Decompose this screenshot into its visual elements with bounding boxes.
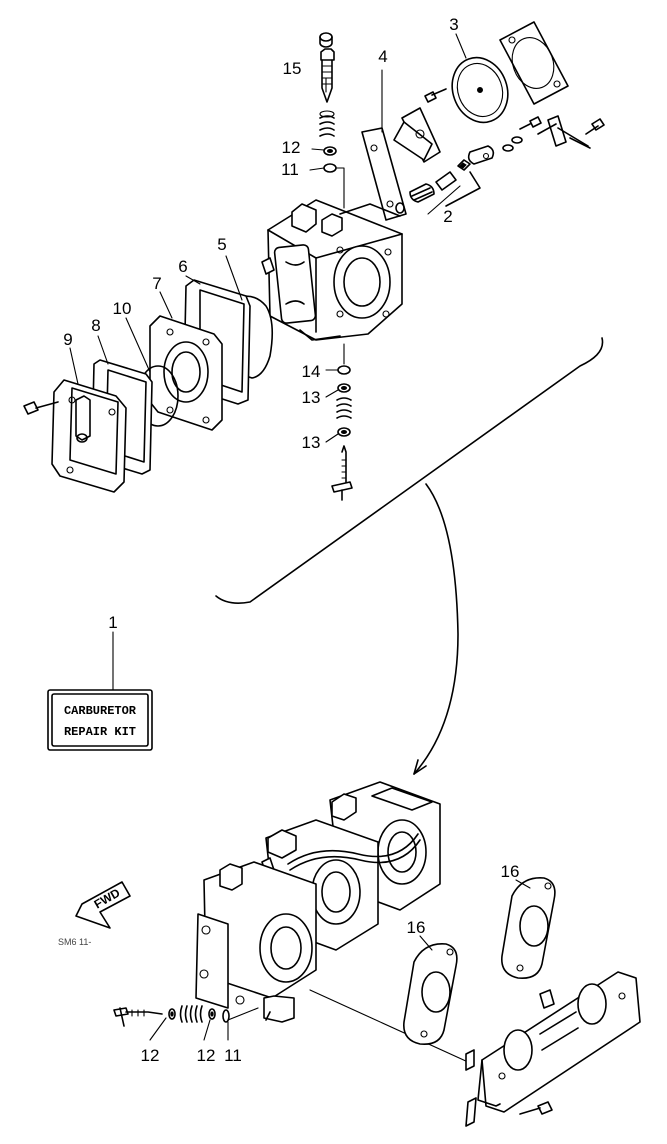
pump-cover-bracket — [393, 107, 441, 163]
callout-9: 9 — [63, 330, 72, 349]
intake-manifold — [465, 971, 641, 1127]
callout-10: 10 — [113, 299, 132, 318]
adjust-screw — [331, 445, 353, 501]
callout-13-lower: 13 — [302, 433, 321, 452]
repair-kit-box — [47, 689, 153, 751]
callout-5: 5 — [217, 235, 226, 254]
assembly-bracket — [215, 337, 604, 604]
callout-11-bottom: 11 — [224, 1046, 242, 1065]
washer-part-12-bottom-b — [208, 1008, 216, 1020]
o-ring-part-11-top — [323, 163, 337, 173]
carburetor-body-top — [261, 199, 403, 341]
washer-part-13-upper — [337, 383, 351, 393]
callout-3: 3 — [449, 15, 458, 34]
callout-1: 1 — [108, 613, 117, 632]
callout-4: 4 — [378, 47, 387, 66]
screw-left — [23, 401, 59, 415]
callout-15: 15 — [283, 59, 302, 78]
repair-kit-line-1: CARBURETOR — [64, 704, 137, 718]
callout-leaders — [69, 33, 531, 1041]
callout-11-top: 11 — [281, 160, 299, 179]
bolt-bottom — [519, 1101, 553, 1115]
repair-kit-line-2: REPAIR KIT — [64, 725, 136, 739]
callout-12-bottom-b: 12 — [197, 1046, 216, 1065]
needle-valve-part-15 — [319, 32, 335, 137]
jet-screw-bottom — [113, 1007, 163, 1027]
carburetor-assembly-bottom — [195, 781, 441, 1023]
pump-plate — [499, 21, 569, 105]
cover-part-9 — [51, 379, 127, 493]
o-ring-part-11-bottom — [222, 1009, 230, 1023]
callout-2: 2 — [443, 207, 452, 226]
o-ring-part-14 — [337, 343, 351, 375]
callout-13-upper: 13 — [302, 388, 321, 407]
t-fitting — [537, 115, 591, 149]
spring-bottom — [179, 1005, 203, 1023]
spring-below-body — [336, 397, 352, 419]
leader-to-manifold — [309, 989, 469, 1063]
leader-11-top — [335, 167, 345, 209]
callout-12-bottom-a: 12 — [141, 1046, 160, 1065]
washer-part-12-bottom-a — [168, 1008, 176, 1020]
link-plate — [467, 145, 495, 165]
fwd-arrow-icon — [75, 881, 131, 929]
callout-7: 7 — [152, 274, 161, 293]
manifold-gasket-part-16-front — [403, 943, 458, 1046]
callout-16-rear: 16 — [501, 862, 520, 881]
washer-part-12-top — [323, 146, 337, 156]
diagram-code-fragment: SM6 11- — [58, 937, 91, 947]
gasket-part-4 — [361, 127, 407, 221]
callout-8: 8 — [91, 316, 100, 335]
washer-part-13-lower — [337, 427, 351, 437]
diaphragm-part-3 — [451, 56, 509, 124]
callout-6: 6 — [178, 257, 187, 276]
callout-16-front: 16 — [407, 918, 426, 937]
needle-valve-part-2 — [395, 159, 481, 214]
leader-11-bottom — [227, 1007, 259, 1021]
callout-14: 14 — [302, 362, 321, 381]
callout-12-top: 12 — [282, 138, 301, 157]
manifold-gasket-part-16-rear — [501, 877, 556, 980]
screws-top-right — [424, 88, 605, 152]
assembly-arrow — [413, 483, 459, 775]
pump-body-part-7 — [149, 315, 223, 431]
